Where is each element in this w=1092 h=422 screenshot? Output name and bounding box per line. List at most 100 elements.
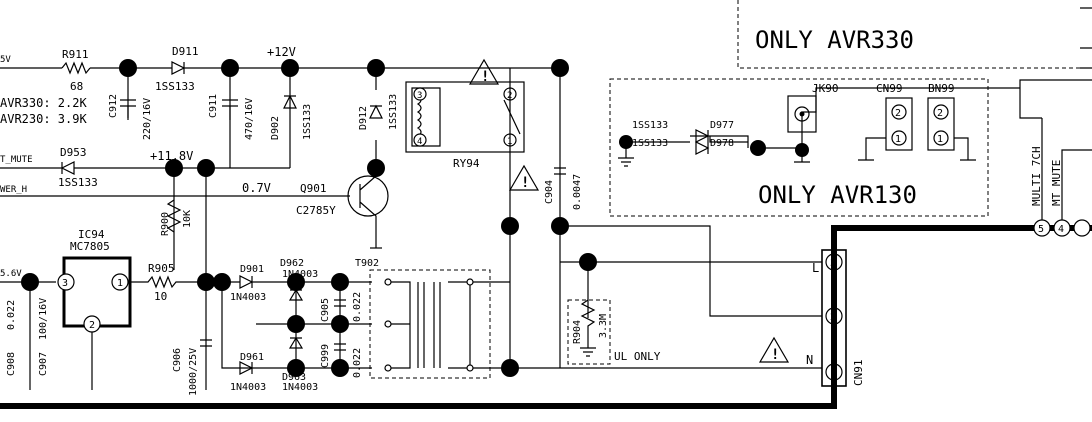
- ry94-pin4: [413, 133, 427, 147]
- ry94-pin3: [413, 87, 427, 101]
- c907-label: C907: [38, 352, 49, 376]
- r904-label: R904: [572, 320, 583, 344]
- q901-label: Q901: [300, 182, 327, 195]
- d912-diode: [369, 104, 383, 119]
- wire-relay-right: [509, 68, 561, 368]
- r904-resistor: [580, 299, 596, 357]
- net-L: L: [812, 261, 819, 275]
- q901-transistor: [347, 175, 389, 217]
- r911-resistor: [61, 61, 91, 75]
- c999-value: 0.022: [352, 348, 363, 378]
- ry94-relay: [405, 81, 525, 153]
- avr330-value: AVR330: 2.2K: [0, 96, 87, 110]
- r911-value: 68: [70, 80, 83, 93]
- warning-mark-1: !: [481, 69, 489, 85]
- warning-icon-relay: [468, 58, 500, 85]
- multi-pin3: [1073, 219, 1091, 237]
- c904-value: 0.0047: [572, 174, 583, 210]
- q901-value: C2785Y: [296, 204, 336, 217]
- d902-label: D902: [270, 116, 281, 140]
- d962-label: D962: [280, 258, 304, 269]
- d953-label: D953: [60, 146, 87, 159]
- d978-diode: [695, 141, 710, 155]
- d977-diode: [695, 129, 710, 143]
- warning-mark-3: !: [771, 347, 779, 363]
- edge-wires: [1080, 7, 1092, 69]
- d912-label: D912: [358, 106, 369, 130]
- bn99-connector: [927, 97, 955, 151]
- d911-diode: [171, 61, 186, 75]
- d963-value: 1N4003: [282, 382, 318, 393]
- c912-label: C912: [108, 94, 119, 118]
- ry94-pin3-label: 3: [417, 91, 422, 101]
- jk90-label: JK90: [812, 82, 839, 95]
- t902-pin-d: [466, 278, 474, 286]
- d901-value: 1N4003: [230, 292, 266, 303]
- wire-ac-lines: [510, 261, 822, 369]
- q901-leads: [359, 168, 377, 248]
- r905-value: 10: [154, 290, 167, 303]
- c999-label: C999: [320, 344, 331, 368]
- jk90-jack: [787, 95, 817, 133]
- d962-value: 1N4003: [282, 269, 318, 280]
- ic94-regulator: [62, 256, 132, 328]
- c911-cap: [222, 99, 238, 120]
- ry94-pin4-label: 4: [417, 137, 422, 147]
- net-multi-7ch: MULTI 7CH: [1030, 146, 1043, 206]
- ry94-coil: [416, 95, 422, 137]
- net-11v8: +11.8V: [150, 149, 193, 163]
- multi-pin4-label: 4: [1058, 224, 1064, 235]
- node-7: [501, 217, 519, 235]
- c906-label: C906: [172, 348, 183, 372]
- multi-pin5-label: 5: [1038, 224, 1044, 235]
- ul-only-box: [567, 299, 611, 365]
- avr230-value: AVR230: 3.9K: [0, 112, 87, 126]
- c906-value: 1000/25V: [188, 348, 199, 396]
- c904-cap: [554, 167, 566, 175]
- d961-value: 1N4003: [230, 382, 266, 393]
- bn99-pin1: [933, 130, 949, 146]
- c911-value: 470/16V: [244, 98, 255, 140]
- warning-mark-2: !: [521, 175, 529, 191]
- ic94-label: IC94: [78, 228, 105, 241]
- cn99-pin1: [891, 130, 907, 146]
- wire-bridge: [252, 281, 372, 369]
- d901-label: D901: [240, 264, 264, 275]
- r900-resistor: [166, 199, 182, 233]
- jk90-ground: [794, 150, 810, 163]
- d961-label: D961: [240, 352, 264, 363]
- c905-c999-caps: [334, 299, 346, 351]
- r911-label: R911: [62, 48, 89, 61]
- wire-to-cn91-2: [560, 225, 822, 317]
- wire-caps: [256, 282, 372, 368]
- ic94-pin3-label: 3: [62, 278, 68, 289]
- heavy-ground-bus: [0, 225, 1092, 409]
- d953-diode: [60, 161, 75, 175]
- t902-pin-c: [384, 364, 392, 372]
- c907-value: 100/16V: [38, 298, 49, 340]
- ul-only-note: UL ONLY: [614, 350, 661, 363]
- t902-core: [417, 282, 441, 368]
- ic94-pin3: [57, 273, 75, 291]
- c906-cap: [200, 339, 212, 347]
- r900-label: R900: [160, 212, 171, 236]
- r904-value: 3.3M: [598, 314, 609, 338]
- node-2: [221, 59, 239, 77]
- node-16: [287, 359, 305, 377]
- net-power-h: WER_H: [0, 185, 27, 195]
- d978-label: D978: [710, 138, 734, 149]
- warning-icon-c904: [508, 164, 540, 191]
- d901-diode: [239, 275, 254, 289]
- c905-label: C905: [320, 298, 331, 322]
- net-12v: +12V: [267, 45, 296, 59]
- net-0v7: 0.7V: [242, 181, 271, 195]
- d978-value: 1SS133: [632, 138, 668, 149]
- d977-label: D977: [710, 120, 734, 131]
- ry94-label: RY94: [453, 157, 480, 170]
- net-5v-bottom: 5.6V: [0, 269, 22, 279]
- t902-label: T902: [355, 258, 379, 269]
- r900-value: 10K: [182, 210, 193, 228]
- ry94-contact: [503, 99, 521, 135]
- net-5v-left: 5V: [0, 55, 11, 65]
- node-1: [119, 59, 137, 77]
